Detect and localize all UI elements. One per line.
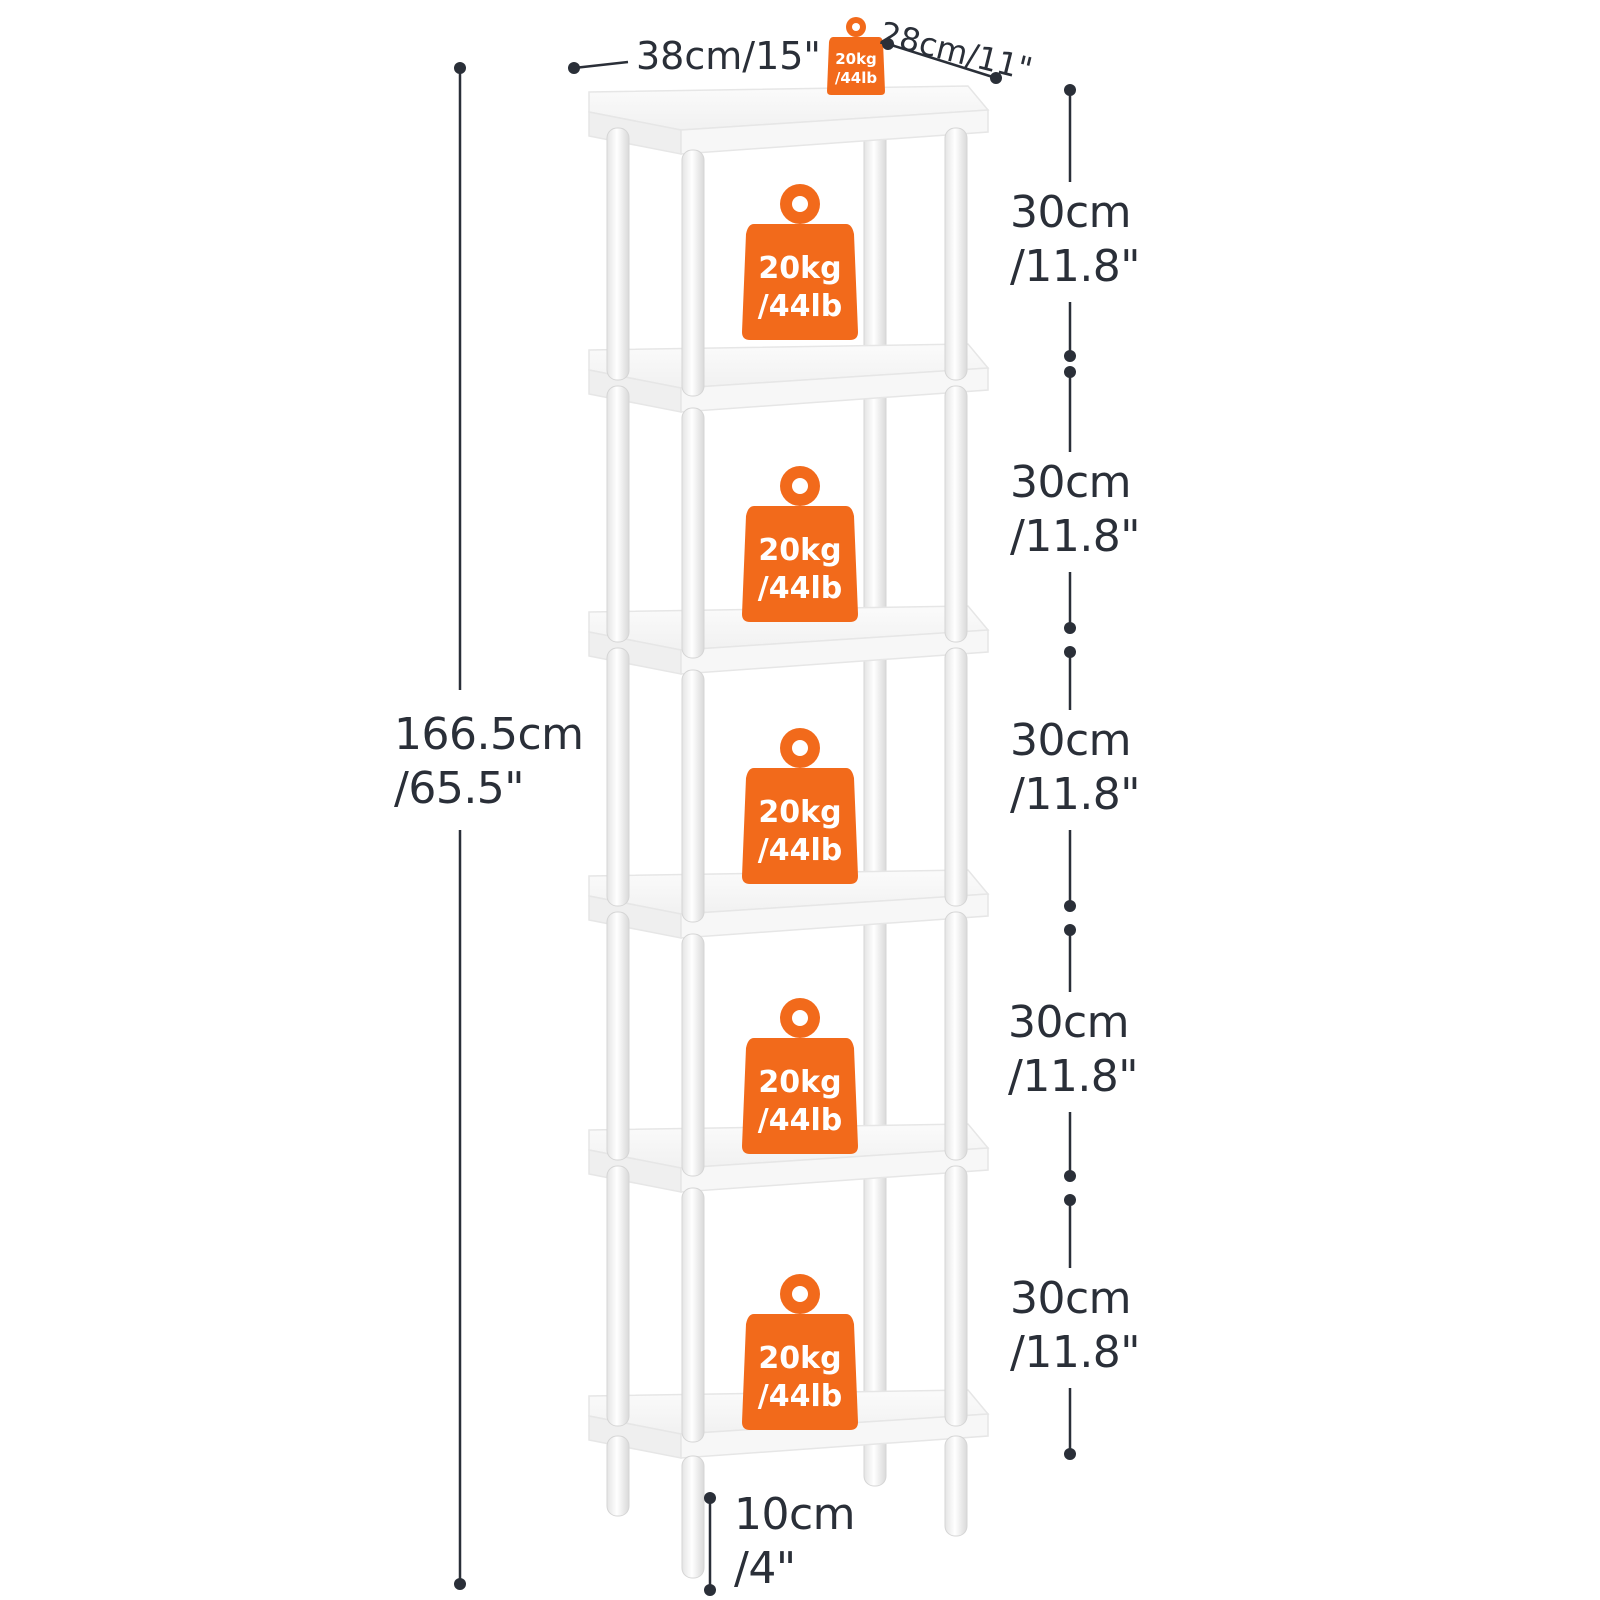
tier-spacing-5-cm: 30cm (1010, 1273, 1132, 1324)
weight-lb: /44lb (835, 69, 877, 87)
pole-front-left (606, 647, 630, 907)
weight-lb: /44lb (758, 833, 842, 868)
weight-lb: /44lb (758, 1103, 842, 1138)
top-weight-badge: 20kg/44lb (827, 17, 885, 95)
pole-front-right (944, 385, 968, 643)
tier-spacing-2: 30cm /11.8" (1010, 456, 1141, 564)
pole-back-right (863, 633, 887, 889)
shelf-weight-badge: 20kg/44lb (742, 184, 858, 340)
shelf-weight-badge: 20kg/44lb (742, 998, 858, 1154)
pole-front-left (606, 911, 630, 1161)
pole-front-right (944, 1165, 968, 1427)
weight-lb: /44lb (758, 289, 842, 324)
weight-lb: /44lb (758, 571, 842, 606)
pole-front-left (606, 1165, 630, 1427)
weight-kg: 20kg (758, 533, 841, 568)
front-poles (606, 127, 968, 1579)
dimension-dot (568, 62, 580, 74)
pole-front-right (944, 127, 968, 381)
weight-icon (742, 1274, 858, 1430)
pole-back-right (863, 113, 887, 363)
pole-front-right (944, 911, 968, 1161)
leg-height-in: /4" (734, 1543, 796, 1594)
total-height-in: /65.5" (394, 763, 525, 814)
weight-lb: /44lb (758, 1379, 842, 1414)
tier-spacing-1-in: /11.8" (1010, 241, 1141, 292)
shelf-weight-badge: 20kg/44lb (742, 728, 858, 884)
tier-spacing-5: 30cm /11.8" (1010, 1272, 1141, 1380)
pole-front-mid (681, 1187, 705, 1443)
tier-spacing-3-in: /11.8" (1010, 769, 1141, 820)
tier-spacing-3-cm: 30cm (1010, 715, 1132, 766)
dimension-dot (882, 38, 894, 50)
tier-spacing-5-in: /11.8" (1010, 1327, 1141, 1378)
tier-spacing-4: 30cm /11.8" (1008, 996, 1139, 1104)
width-line (573, 60, 629, 70)
dimension-dot (990, 72, 1002, 84)
leg-height-cm: 10cm (734, 1489, 856, 1540)
depth-line (887, 42, 997, 80)
tier-spacing-1: 30cm /11.8" (1010, 186, 1141, 294)
pole-front-left (606, 385, 630, 643)
tier-spacing-2-in: /11.8" (1010, 511, 1141, 562)
weight-icon (827, 17, 885, 95)
weight-icon (742, 466, 858, 622)
total-height-cm: 166.5cm (394, 709, 584, 760)
total-height-label: 166.5cm /65.5" (394, 708, 584, 816)
width-label: 38cm/15" (636, 34, 821, 78)
weight-icon (742, 184, 858, 340)
pole-front-mid (681, 933, 705, 1177)
shelf (588, 343, 990, 413)
tier-spacing-4-cm: 30cm (1008, 997, 1130, 1048)
tier-spacing-1-cm: 30cm (1010, 187, 1132, 238)
tier-spacing-4-in: /11.8" (1008, 1051, 1139, 1102)
pole-back-right (863, 371, 887, 625)
weight-kg: 20kg (835, 50, 877, 68)
weight-kg: 20kg (758, 1065, 841, 1100)
dimension-lines (454, 38, 1076, 1596)
tier-spacing-3: 30cm /11.8" (1010, 714, 1141, 822)
tier-spacing-2-cm: 30cm (1010, 457, 1132, 508)
weight-kg: 20kg (758, 251, 841, 286)
weight-icon (742, 998, 858, 1154)
weight-badges: 20kg/44lb20kg/44lb20kg/44lb20kg/44lb20kg… (742, 17, 885, 1430)
leg-height-label: 10cm /4" (734, 1488, 856, 1596)
pole-front-mid (681, 669, 705, 923)
shelf (588, 85, 990, 155)
weight-icon (742, 728, 858, 884)
pole-front-mid (681, 407, 705, 659)
weight-kg: 20kg (758, 1341, 841, 1376)
leg-front-left (606, 1435, 630, 1517)
weight-kg: 20kg (758, 795, 841, 830)
pole-front-left (606, 127, 630, 381)
pole-front-right (944, 647, 968, 907)
shelf-weight-badge: 20kg/44lb (742, 1274, 858, 1430)
leg-front-mid (681, 1455, 705, 1579)
leg-front-right (944, 1435, 968, 1537)
back-poles (863, 113, 887, 1487)
pole-back-right (863, 897, 887, 1143)
pole-front-mid (681, 149, 705, 397)
shelf-weight-badge: 20kg/44lb (742, 466, 858, 622)
pole-back-right (863, 1151, 887, 1409)
